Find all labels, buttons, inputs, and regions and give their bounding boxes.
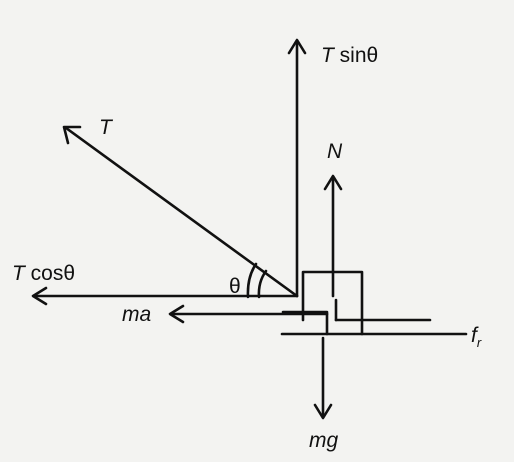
ma-label: ma xyxy=(122,303,151,326)
tension-arrow xyxy=(62,125,299,298)
t-sin-arrow xyxy=(287,38,307,298)
block-step xyxy=(281,310,329,336)
friction-label: fr xyxy=(471,324,482,350)
t-sin-label: T sinθ xyxy=(321,44,378,67)
angle-arc-inner xyxy=(257,269,268,299)
t-cos-label: T cosθ xyxy=(12,262,75,285)
t-label: T xyxy=(99,116,114,139)
angle-arc-outer xyxy=(246,262,258,299)
theta-label: θ xyxy=(229,275,241,298)
n-label: N xyxy=(327,140,343,163)
t-cos-arrow xyxy=(31,286,299,306)
weight-arrow xyxy=(313,336,333,420)
mg-label: mg xyxy=(309,429,338,452)
normal-force-arrow xyxy=(323,174,343,298)
ma-arrow xyxy=(168,304,329,324)
